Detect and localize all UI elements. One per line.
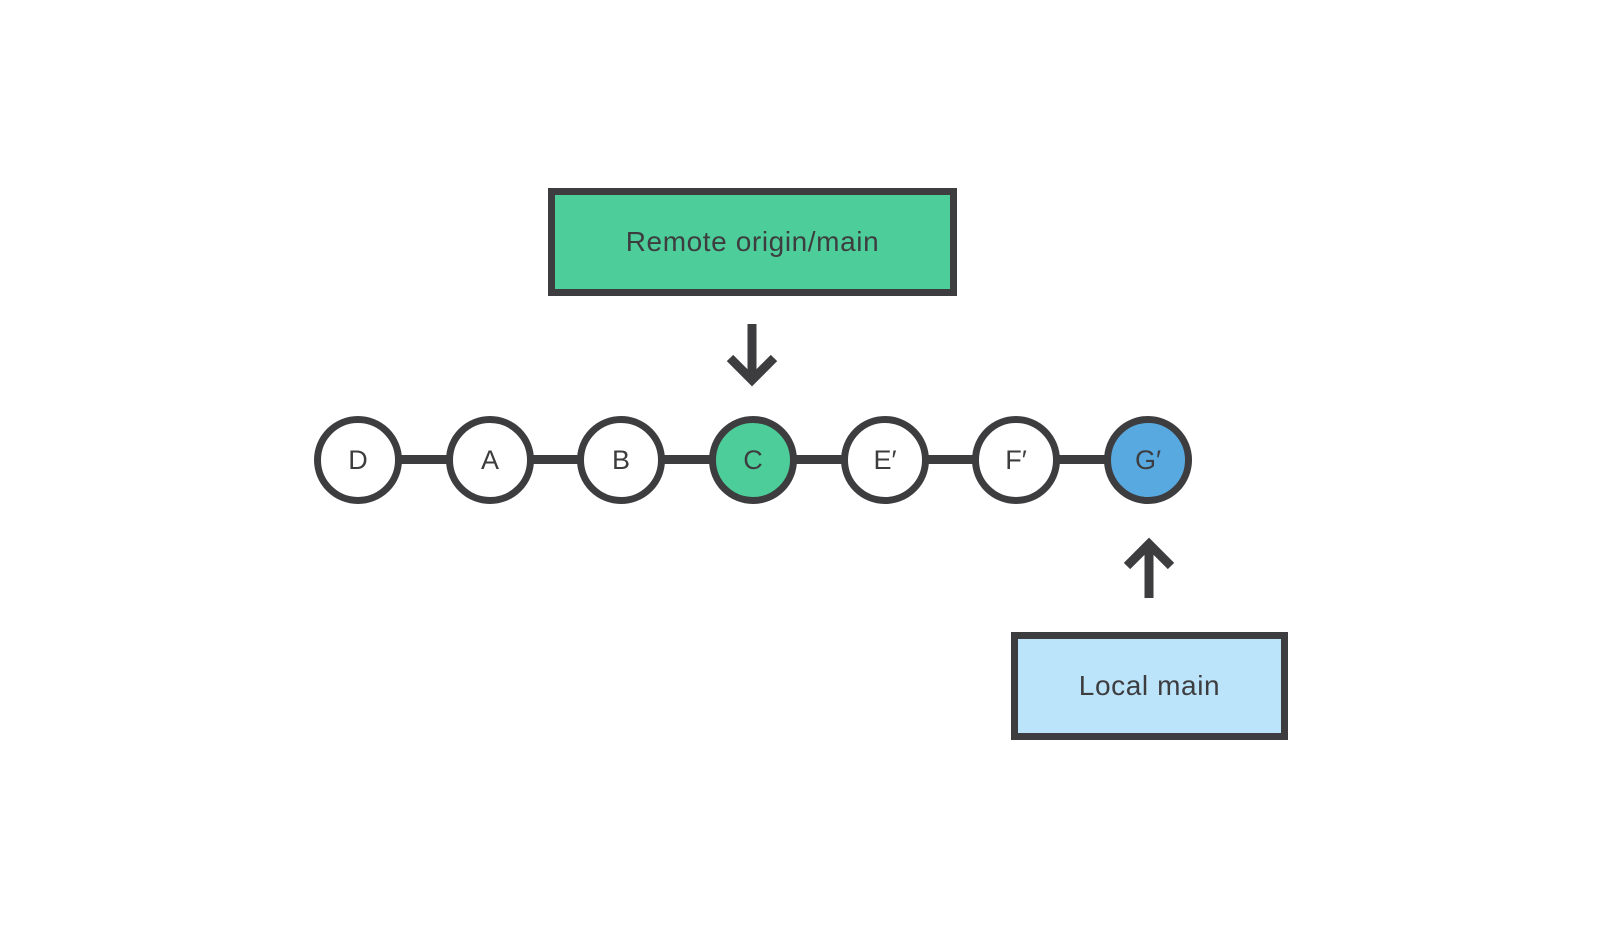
- commit-node-a: A: [446, 416, 534, 504]
- arrow-up-icon: [1123, 537, 1175, 598]
- commit-node-f-prime: F′: [972, 416, 1060, 504]
- local-branch-label: Local main: [1078, 670, 1221, 701]
- commit-node-label: B: [611, 444, 630, 475]
- commit-node-label: G′: [1134, 444, 1162, 475]
- commit-node-label: A: [480, 444, 499, 475]
- commit-node-label: D: [348, 444, 368, 475]
- arrow-down-icon: [726, 324, 778, 387]
- remote-branch-box: Remote origin/main: [548, 188, 957, 296]
- commit-node-g-prime: G′: [1104, 416, 1192, 504]
- commit-node-label: C: [743, 444, 763, 475]
- commit-node-e-prime: E′: [841, 416, 929, 504]
- commit-node-label: F′: [1005, 444, 1027, 475]
- commit-node-d: D: [314, 416, 402, 504]
- remote-branch-label: Remote origin/main: [625, 226, 880, 257]
- commit-node-b: B: [577, 416, 665, 504]
- local-branch-box: Local main: [1011, 632, 1288, 740]
- commit-node-label: E′: [873, 444, 897, 475]
- commit-node-c: C: [709, 416, 797, 504]
